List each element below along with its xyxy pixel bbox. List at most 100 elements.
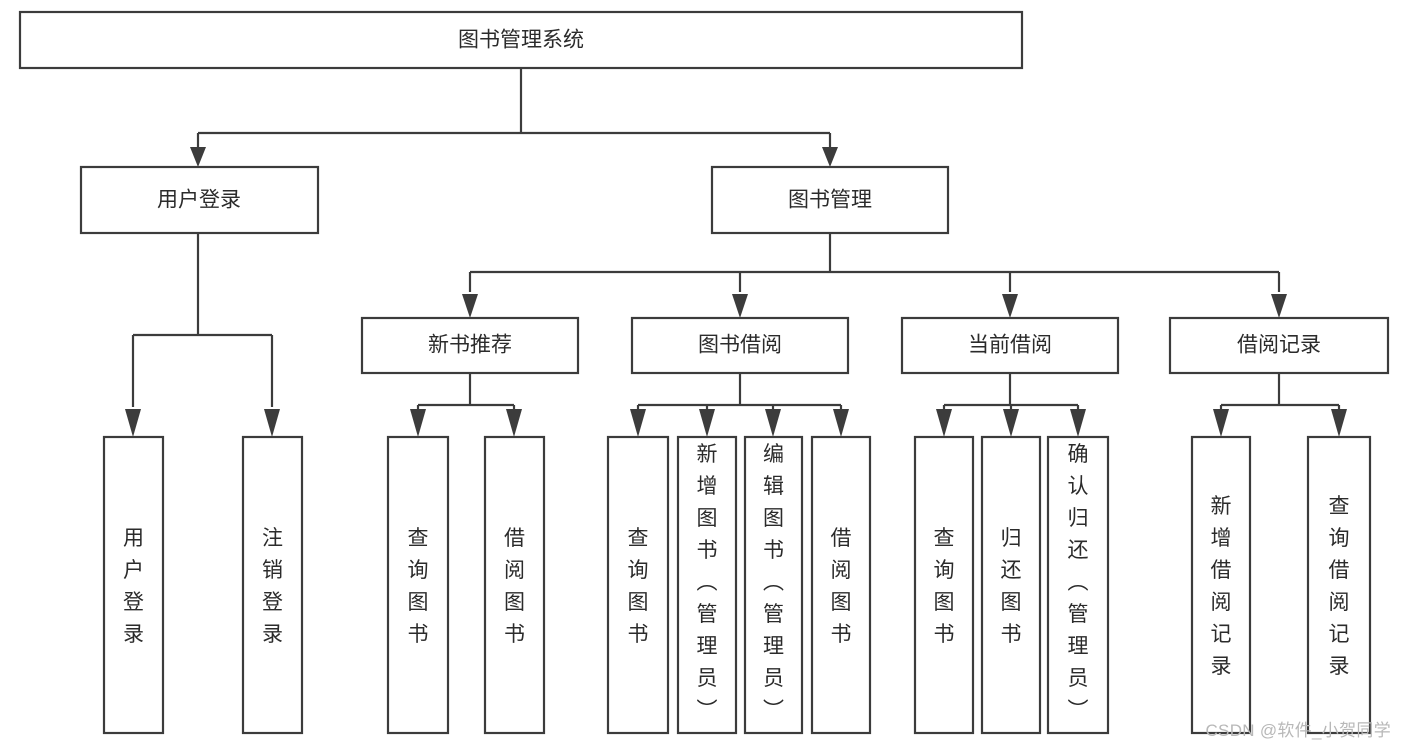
arrow-head-leaf-confirm-return: [1070, 409, 1086, 437]
leaf-query-book-2[interactable]: [606, 435, 670, 735]
arrow-head-current-borrow: [1002, 294, 1018, 318]
node-root-box[interactable]: [18, 10, 1024, 70]
arrow-head-leaf-query-record: [1331, 409, 1347, 437]
glyph: 书: [628, 623, 649, 646]
glyph: 询: [408, 559, 429, 582]
leaf-add-record-box[interactable]: [1190, 435, 1252, 735]
glyph: 注: [262, 527, 283, 550]
glyph: 书: [831, 623, 852, 646]
leaf-query-book-1-box[interactable]: [386, 435, 450, 735]
leaf-borrow-book-2[interactable]: [810, 435, 872, 735]
glyph: 管: [763, 603, 784, 626]
node-book-borrow-label: 图书借阅: [698, 334, 782, 357]
leaf-add-book-box[interactable]: [676, 435, 738, 735]
leaf-edit-book-box[interactable]: [743, 435, 804, 735]
glyph: 询: [934, 559, 955, 582]
glyph: 借: [1329, 559, 1350, 582]
leaf-borrow-book-1[interactable]: [483, 435, 546, 735]
arrow-head-leaf-add-book: [699, 409, 715, 437]
glyph: 查: [628, 527, 649, 550]
node-book-borrow-box[interactable]: [630, 316, 850, 375]
glyph: 查: [934, 527, 955, 550]
leaf-query-book-2-box[interactable]: [606, 435, 670, 735]
leaf-return-book[interactable]: [980, 435, 1042, 735]
node-root[interactable]: 图书管理系统: [18, 10, 1024, 70]
glyph: 员: [697, 667, 718, 690]
glyph: 阅: [1211, 591, 1232, 614]
leaf-add-record[interactable]: [1190, 435, 1252, 735]
glyph: 归: [1001, 527, 1022, 550]
glyph: ︶: [1068, 699, 1089, 722]
glyph: 借: [831, 527, 852, 550]
leaf-user-login[interactable]: [102, 435, 165, 735]
glyph: 图: [697, 507, 718, 530]
arrow-head-borrow-record: [1271, 294, 1287, 318]
node-user-login[interactable]: 用户登录: [79, 165, 320, 235]
node-book-borrow[interactable]: 图书借阅: [630, 316, 850, 375]
glyph: 增: [697, 475, 718, 498]
glyph: 增: [1211, 527, 1232, 550]
leaf-confirm-return[interactable]: [1046, 435, 1110, 735]
glyph: 管: [697, 603, 718, 626]
arrow-head-leaf-query-book-2: [630, 409, 646, 437]
leaf-query-book-1[interactable]: [386, 435, 450, 735]
leaf-borrow-book-1-box[interactable]: [483, 435, 546, 735]
node-borrow-record-box[interactable]: [1168, 316, 1390, 375]
glyph: 书: [408, 623, 429, 646]
glyph: 书: [504, 623, 525, 646]
leaf-query-record[interactable]: [1306, 435, 1372, 735]
arrow-head-leaf-query-book-3: [936, 409, 952, 437]
node-book-manage-box[interactable]: [710, 165, 950, 235]
glyph: 图: [1001, 591, 1022, 614]
arrow-head-book-borrow: [732, 294, 748, 318]
glyph: 图: [831, 591, 852, 614]
glyph: 借: [504, 527, 525, 550]
glyph: 询: [628, 559, 649, 582]
glyph: 还: [1068, 539, 1089, 562]
glyph: 借: [1211, 559, 1232, 582]
leaf-logout-login[interactable]: [241, 435, 304, 735]
arrow-head-leaf-return-book: [1003, 409, 1019, 437]
node-borrow-record-label: 借阅记录: [1237, 334, 1321, 357]
leaf-confirm-return-box[interactable]: [1046, 435, 1110, 735]
leaf-add-book[interactable]: [676, 435, 738, 735]
glyph: 销: [262, 559, 283, 582]
leaf-edit-book[interactable]: [743, 435, 804, 735]
glyph: 阅: [831, 559, 852, 582]
leaf-borrow-book-2-box[interactable]: [810, 435, 872, 735]
glyph: 员: [1068, 667, 1089, 690]
node-current-borrow-box[interactable]: [900, 316, 1120, 375]
glyph: 录: [123, 623, 144, 646]
leaf-return-book-box[interactable]: [980, 435, 1042, 735]
arrow-head-user-login: [190, 147, 206, 167]
leaf-user-login-box[interactable]: [102, 435, 165, 735]
node-new-book-recommend[interactable]: 新书推荐: [360, 316, 580, 375]
node-borrow-record[interactable]: 借阅记录: [1168, 316, 1390, 375]
glyph: 新: [697, 443, 718, 466]
leaf-query-record-box[interactable]: [1306, 435, 1372, 735]
glyph: 图: [628, 591, 649, 614]
glyph: 户: [123, 559, 144, 582]
node-user-login-box[interactable]: [79, 165, 320, 235]
glyph: 图: [408, 591, 429, 614]
glyph: 登: [262, 591, 283, 614]
leaf-logout-login-box[interactable]: [241, 435, 304, 735]
glyph: 理: [1068, 635, 1089, 658]
node-new-book-recommend-label: 新书推荐: [428, 334, 512, 357]
node-new-book-recommend-box[interactable]: [360, 316, 580, 375]
glyph: ︶: [763, 699, 784, 722]
node-book-manage[interactable]: 图书管理: [710, 165, 950, 235]
leaf-query-book-3-box[interactable]: [913, 435, 975, 735]
node-current-borrow[interactable]: 当前借阅: [900, 316, 1120, 375]
leaf-query-book-3[interactable]: [913, 435, 975, 735]
